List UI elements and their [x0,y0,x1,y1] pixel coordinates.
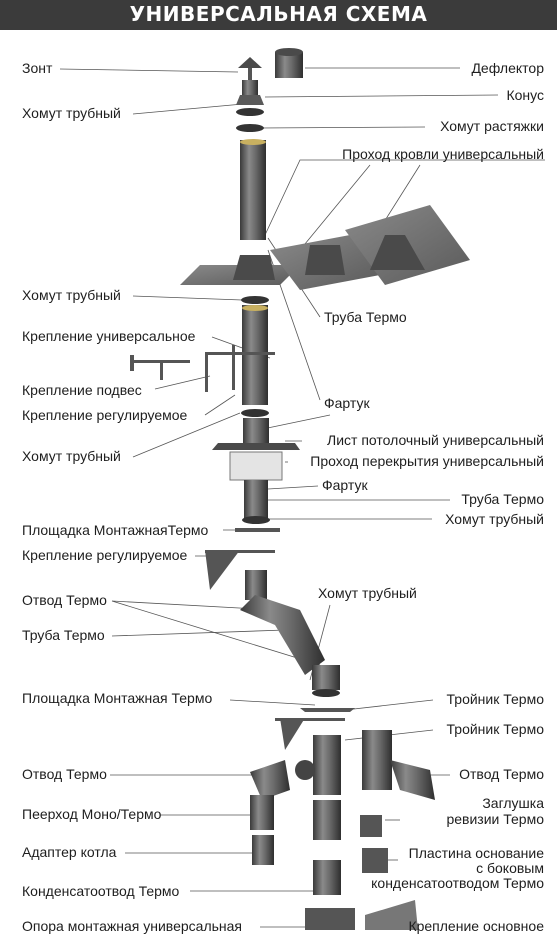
label-ceiling-pass: Проход перекрытия универсальный [310,453,544,469]
label-mounting-platform: Площадка МонтажнаяТермо [22,522,209,538]
label-condensate-drain: Конденсатоотвод Термо [22,883,180,899]
label-base-plate: с боковым [476,860,544,876]
main-bracket-icon [365,900,418,930]
label-elbow: Отвод Термо [22,592,107,608]
platform-icon [300,708,355,712]
label-main-mount: Крепление основное [408,918,544,934]
pipe-icon [313,800,341,840]
label-pipe-clamp: Хомут трубный [445,511,544,527]
deflector-icon [275,48,303,78]
label-tee: Тройник Термо [446,691,544,707]
label-deflector: Дефлектор [471,60,544,76]
pipe-icon [240,140,266,240]
clamp-ring-icon [236,108,264,132]
umbrella-icon [238,57,262,80]
base-plate-icon [362,848,388,873]
page-title: УНИВЕРСАЛЬНАЯ СХЕМА [129,2,428,26]
label-pipe-clamp: Хомут трубный [22,448,121,464]
label-tee: Тройник Термо [446,721,544,737]
label-boiler-adapter: Адаптер котла [22,844,117,860]
label-elbow: Отвод Термо [22,766,107,782]
title-banner: УНИВЕРСАЛЬНАЯ СХЕМА [0,0,557,30]
ceiling-sheet-icon [212,443,300,450]
condensate-icon [313,860,341,895]
adapter-icon [252,835,274,865]
label-mono-termo-adapter: Пеерход Моно/Термо [22,806,162,822]
label-pipe-clamp: Хомут трубный [22,105,121,121]
bracket-icon [275,718,345,750]
roof-pass-icon [180,205,470,290]
label-apron: Фартук [324,395,370,411]
platform-icon [205,528,280,590]
elbow-icon [250,760,290,830]
pipe-icon [244,480,268,520]
label-ceiling-sheet: Лист потолочный универсальный [327,432,544,448]
label-revision-cap: Заглушка [482,795,544,811]
label-pipe-clamp: Хомут трубный [318,585,417,601]
label-umbrella: Зонт [22,60,53,76]
tee-icon [313,735,341,795]
label-base-plate: конденсатоотводом Термо [371,875,544,891]
label-adjustable-mount: Крепление регулируемое [22,547,188,563]
label-adjustable-mount: Крепление регулируемое [22,407,188,423]
cone-icon [236,80,264,105]
cap-icon [360,815,382,837]
leader-lines [59,67,545,928]
label-mounting-platform: Площадка Монтажная Термо [22,690,213,706]
tee-icon [362,730,392,790]
label-roof-pass: Проход кровли универсальный [342,146,544,162]
label-universal-mount: Крепление универсальное [22,328,196,344]
label-pipe: Труба Термо [324,309,407,325]
label-apron: Фартук [322,477,368,493]
label-hanging-mount: Крепление подвес [22,382,142,398]
bracket-icon [130,345,275,392]
label-stretch-clamp: Хомут растяжки [440,118,544,134]
label-base-plate: Пластина основание [408,845,544,861]
support-icon [305,908,355,930]
pipe-icon [243,418,269,443]
elbow-icon [390,760,435,800]
elbow-icon [240,570,340,690]
label-pipe-clamp: Хомут трубный [22,287,121,303]
label-universal-support: Опора монтажная универсальная [22,918,243,934]
label-revision-cap: ревизии Термо [446,811,544,827]
label-cone: Конус [506,87,544,103]
label-elbow: Отвод Термо [459,766,544,782]
label-pipe: Труба Термо [461,491,544,507]
ceiling-pass-icon [229,451,283,481]
label-pipe: Труба Термо [22,627,105,643]
